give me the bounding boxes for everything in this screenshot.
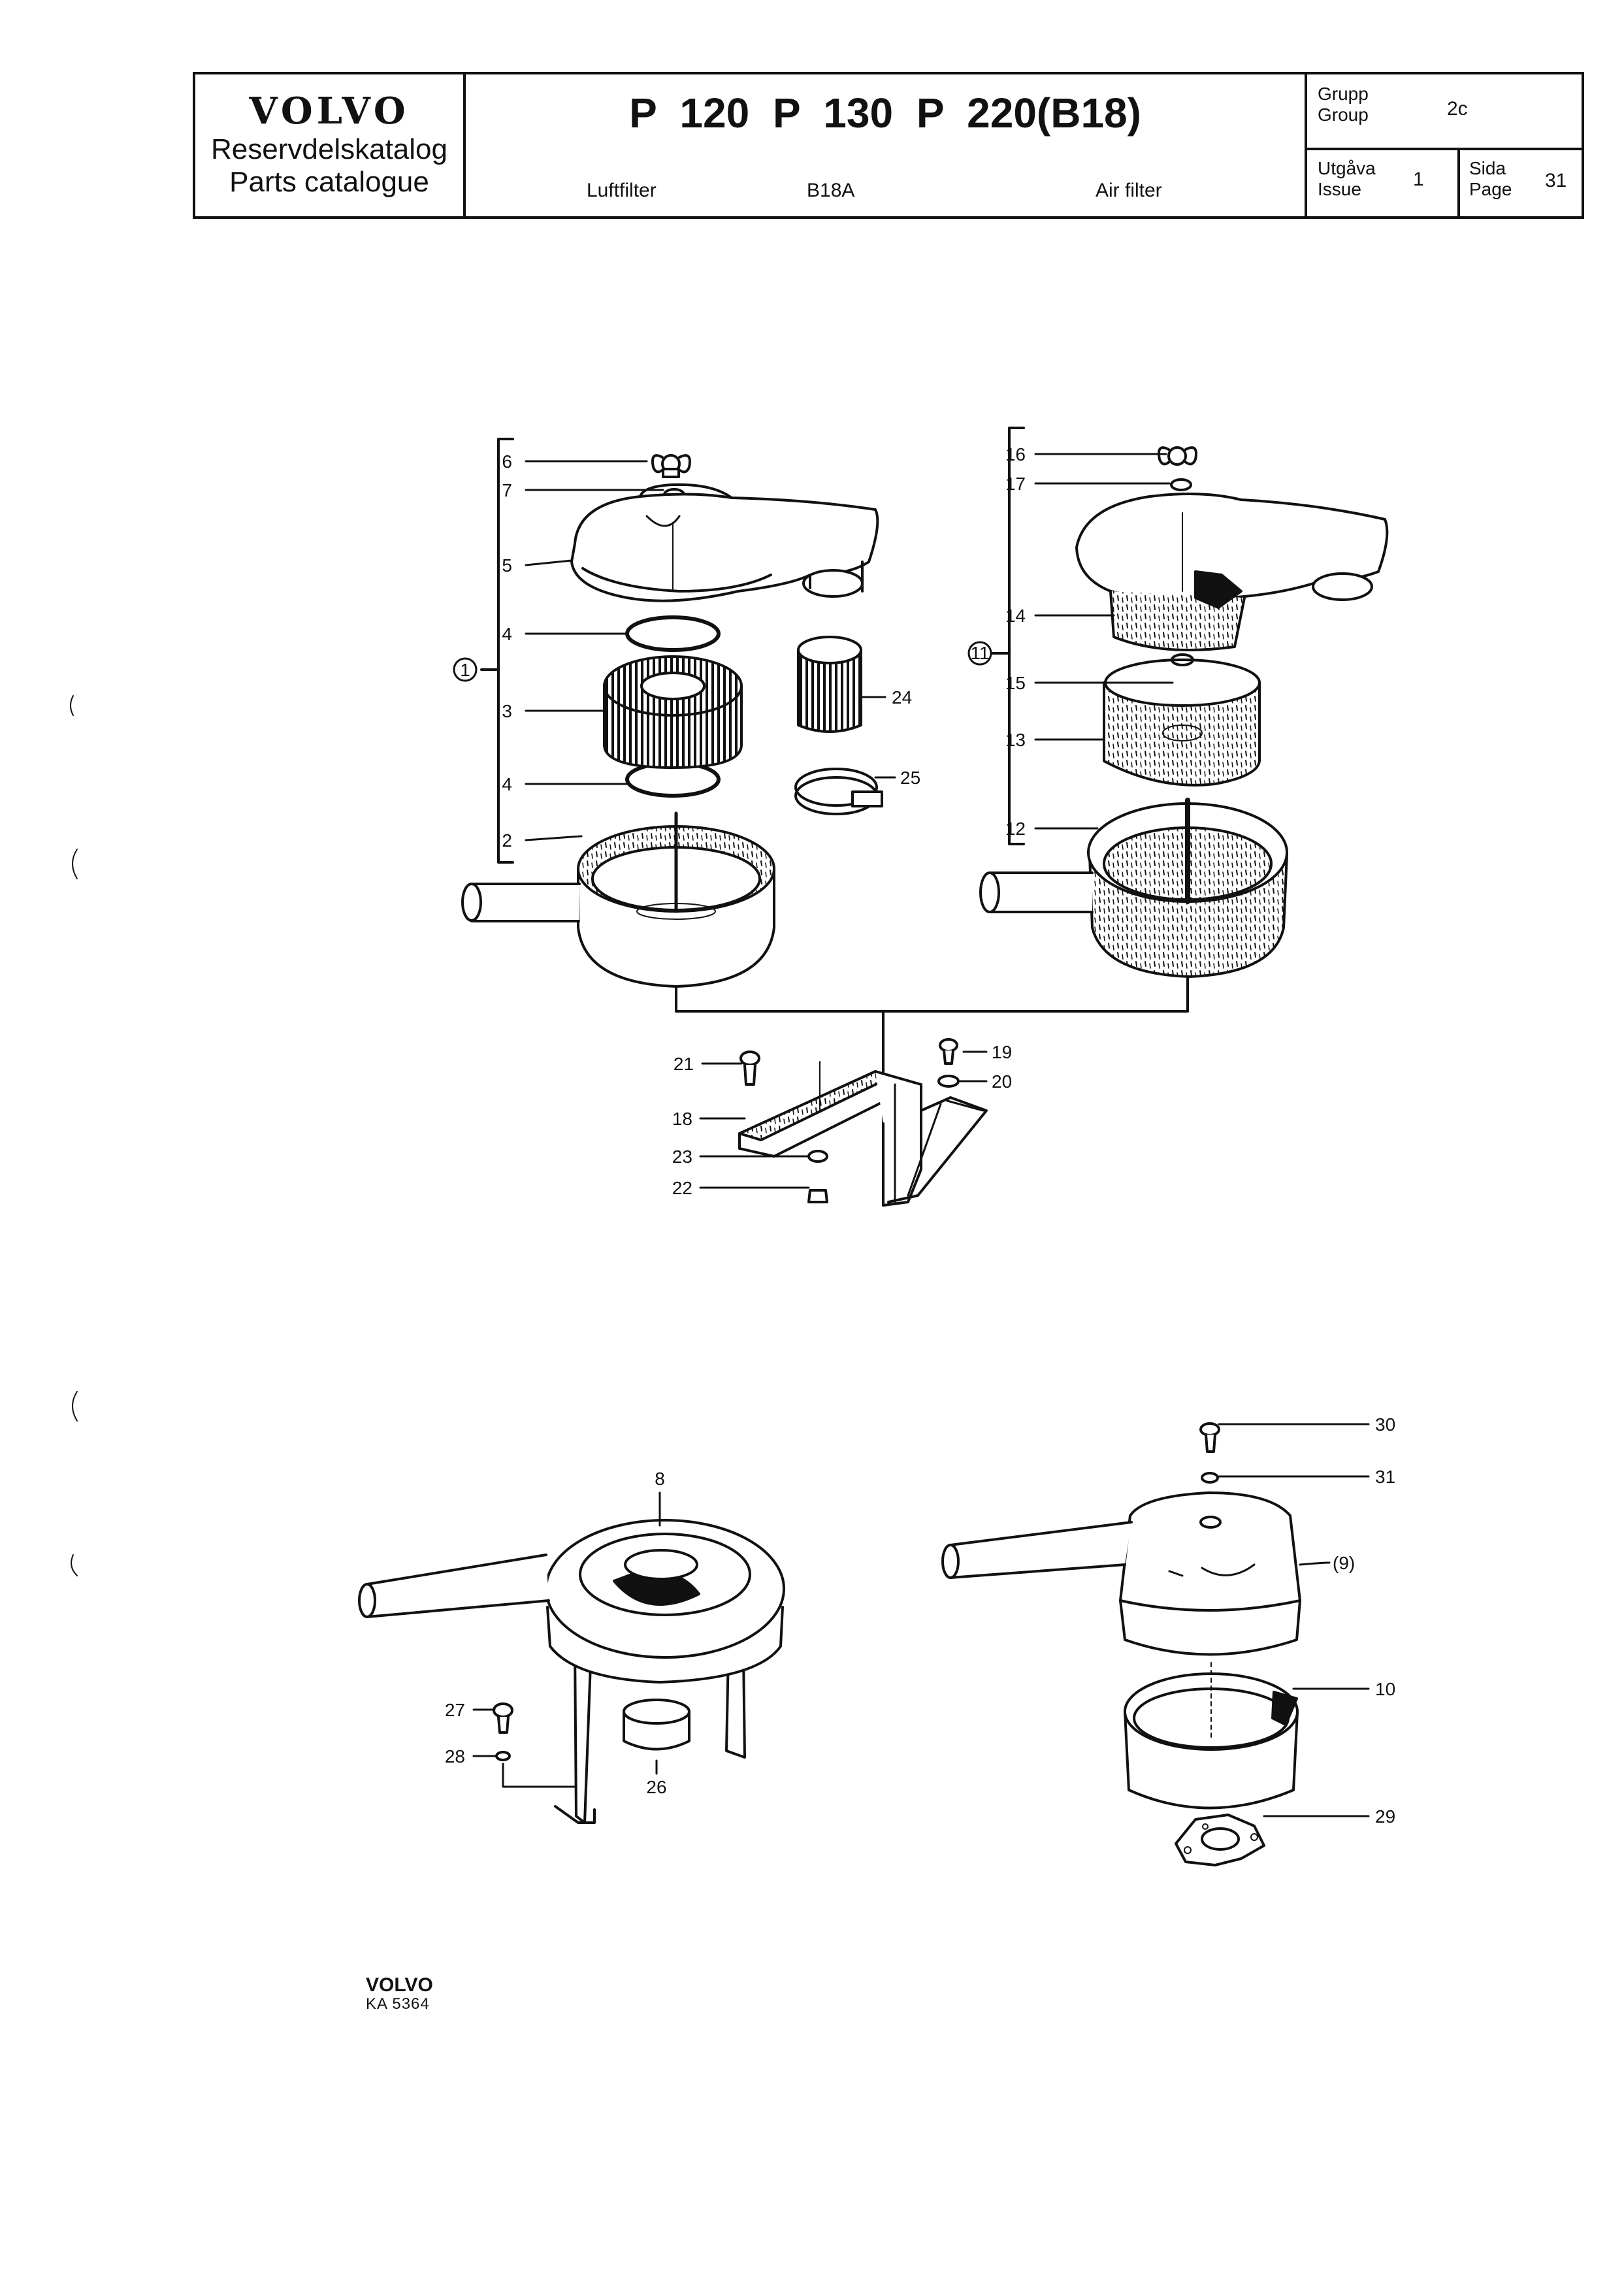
bolt-21 [739,1050,760,1086]
callout-10: 10 [1375,1679,1395,1699]
catalog-title-en: Parts catalogue [229,165,429,198]
issue-cell: Utgåva Issue 1 [1307,150,1460,216]
wing-nut-16 [1158,446,1197,466]
issue-page-row: Utgåva Issue 1 Sida Page 31 [1307,150,1582,216]
callout-27: 27 [445,1700,465,1720]
washer-17 [1170,478,1192,491]
group-value: 2c [1447,98,1468,120]
wing-nut-6 [651,454,691,478]
washer-28 [495,1751,511,1761]
drawing-reference: VOLVO KA 5364 [366,1975,433,2012]
callout-4-upper: 4 [502,624,512,644]
issue-value: 1 [1413,169,1424,190]
filter-housing-2 [461,811,775,988]
callout-7: 7 [502,480,512,500]
washer-23 [807,1150,828,1163]
air-cleaner-8 [358,1519,785,1824]
drawing-code: KA 5364 [366,1994,430,2013]
filter-cover-5 [570,483,879,602]
engine-code: B18A [807,180,855,201]
hose-24 [797,636,862,733]
gasket-4-upper [625,615,721,652]
callout-20: 20 [992,1071,1012,1092]
callout-29: 29 [1375,1806,1395,1827]
callout-26: 26 [646,1777,666,1797]
callout-19: 19 [992,1042,1012,1062]
assembly-11-bracket [1008,427,1025,845]
assembly-1-bracket [497,438,514,864]
callout-5: 5 [502,555,512,576]
callout-24: 24 [892,687,912,708]
callout-12: 12 [1005,819,1026,839]
filter-insert-13 [1103,653,1261,787]
callout-30: 30 [1375,1414,1395,1435]
group-label-sv: Grupp [1318,84,1369,104]
callout-25: 25 [900,768,920,788]
seal-15 [1171,653,1194,666]
callout-31: 31 [1375,1467,1395,1487]
oil-bath-cover-14 [1075,493,1389,651]
group-cell: Grupp Group 2c [1307,74,1582,150]
callout-circle-1 [453,657,478,682]
footer-brand: VOLVO [366,1974,433,1996]
filter-assembly-1 [453,438,883,988]
callout-18: 18 [672,1109,692,1129]
callout-numbers: 1 2 3 4 4 5 6 7 8 (9) 10 11 12 13 14 15 … [445,444,1395,1827]
callout-11: 11 [970,643,989,663]
callout-circle-11 [967,641,992,666]
catalog-header: VOLVO Reservdelskatalog Parts catalogue … [193,72,1584,219]
filter-assembly-11 [967,427,1389,978]
page-label-en: Page [1469,179,1512,200]
brand-cell: VOLVO Reservdelskatalog Parts catalogue [195,74,466,216]
model-list: P 120 P 130 P 220(B18) [629,90,1141,137]
filter-element-3 [603,655,743,769]
callout-21: 21 [674,1054,694,1074]
callout-28: 28 [445,1746,465,1766]
bolt-30-head [1199,1422,1220,1437]
subject-sv: Luftfilter [587,180,657,201]
page-label-sv: Sida [1469,158,1506,178]
callout-4-lower: 4 [502,774,512,794]
margin-marks [70,695,78,1576]
issue-label-sv: Utgåva [1318,158,1376,178]
hose-clamp-25 [794,768,883,815]
meta-cell: Grupp Group 2c Utgåva Issue 1 Sida Page … [1307,74,1582,216]
callout-2: 2 [502,830,512,851]
washer-31 [1201,1472,1219,1484]
bolt-19 [939,1038,958,1065]
callout-13: 13 [1005,730,1026,750]
page-cell: Sida Page 31 [1460,150,1582,216]
mounting-bracket-18 [738,1061,988,1207]
subject-en: Air filter [1096,180,1162,201]
air-cleaner-9 [941,1422,1301,1866]
callout-17: 17 [1005,474,1026,494]
callout-15: 15 [1005,673,1026,693]
oil-bath-housing-12 [979,798,1288,978]
callout-16: 16 [1005,444,1026,464]
washer-20 [937,1075,960,1088]
catalog-title-sv: Reservdelskatalog [211,133,447,166]
group-label-en: Group [1318,105,1369,125]
callout-1: 1 [460,660,470,680]
nut-22 [807,1189,828,1203]
callout-14: 14 [1005,606,1026,626]
model-cell: P 120 P 130 P 220(B18) Luftfilter B18A A… [466,74,1307,216]
callout-3: 3 [502,701,512,721]
leader-lines [472,453,1370,1817]
page-value: 31 [1545,170,1567,191]
callout-23: 23 [672,1147,692,1167]
assembly-link-line [675,977,1189,1013]
callout-22: 22 [672,1178,692,1198]
brand-logo: VOLVO [249,90,410,133]
issue-label-en: Issue [1318,179,1361,200]
callout-8: 8 [655,1469,665,1489]
callout-6: 6 [502,451,512,472]
bolt-27 [493,1702,513,1734]
callout-9: (9) [1333,1553,1355,1573]
